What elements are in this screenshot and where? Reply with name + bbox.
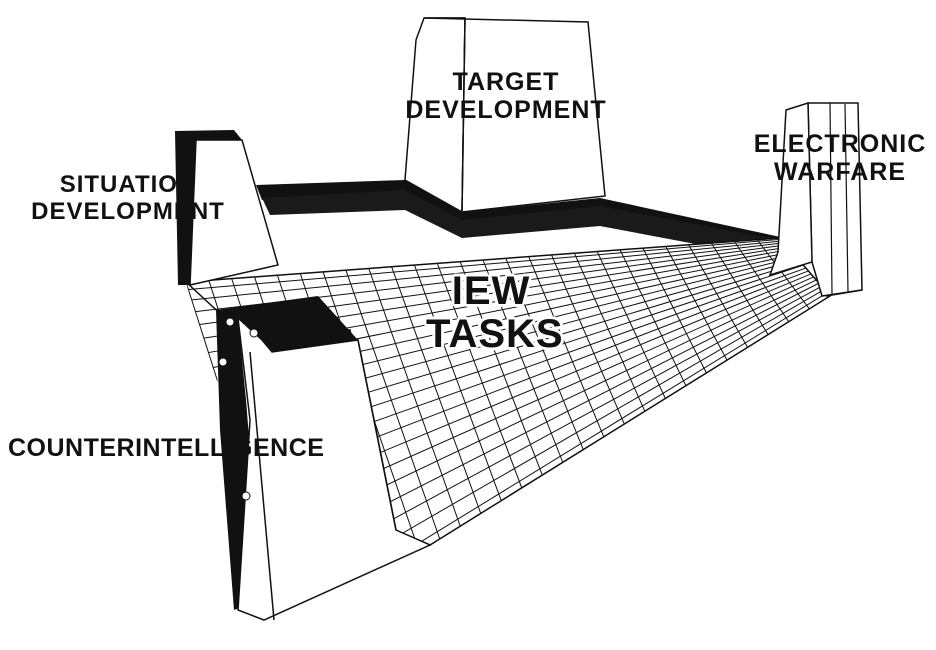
target-block-front-face <box>423 17 606 213</box>
ci-label-text: COUNTERINTELLIGENCE <box>8 434 325 462</box>
grid-line <box>293 292 828 545</box>
ew-label-line-2: WARFARE <box>774 158 906 186</box>
situation-label-line-2: DEVELOPMENT <box>31 197 225 225</box>
grid-line <box>286 289 825 545</box>
target-label-line-2: DEVELOPMENT <box>405 96 607 124</box>
center-label-line-1: IEW <box>451 269 531 313</box>
situation-development-label: SITUATION DEVELOPMENT <box>0 171 256 226</box>
ci-rivet <box>225 317 235 327</box>
grid-line <box>188 238 782 291</box>
situation-block-dark-side <box>175 130 242 285</box>
target-development-label: TARGET DEVELOPMENT <box>396 68 616 124</box>
ci-block-face <box>237 316 432 621</box>
ci-rivet <box>218 357 228 367</box>
grid-line <box>191 240 783 301</box>
counterintelligence-label: COUNTERINTELLIGENCE <box>8 434 324 462</box>
back-wall <box>256 180 785 246</box>
situation-label-line-1: SITUATION <box>59 171 197 198</box>
ew-block-side <box>768 101 813 277</box>
target-label-line-1: TARGET <box>452 68 560 96</box>
electronic-warfare-label: ELECTRONIC WARFARE <box>744 130 936 186</box>
ew-label-line-1: ELECTRONIC <box>753 130 927 158</box>
back-wall-shadow <box>262 190 780 258</box>
situation-block-face <box>189 139 279 286</box>
center-label-line-2: TASKS <box>426 312 564 357</box>
ci-block-dark-top <box>216 296 358 352</box>
ci-rivet <box>241 491 251 501</box>
ci-rivet <box>249 328 259 338</box>
iew-tasks-center-label: IEW TASKS <box>426 269 564 357</box>
